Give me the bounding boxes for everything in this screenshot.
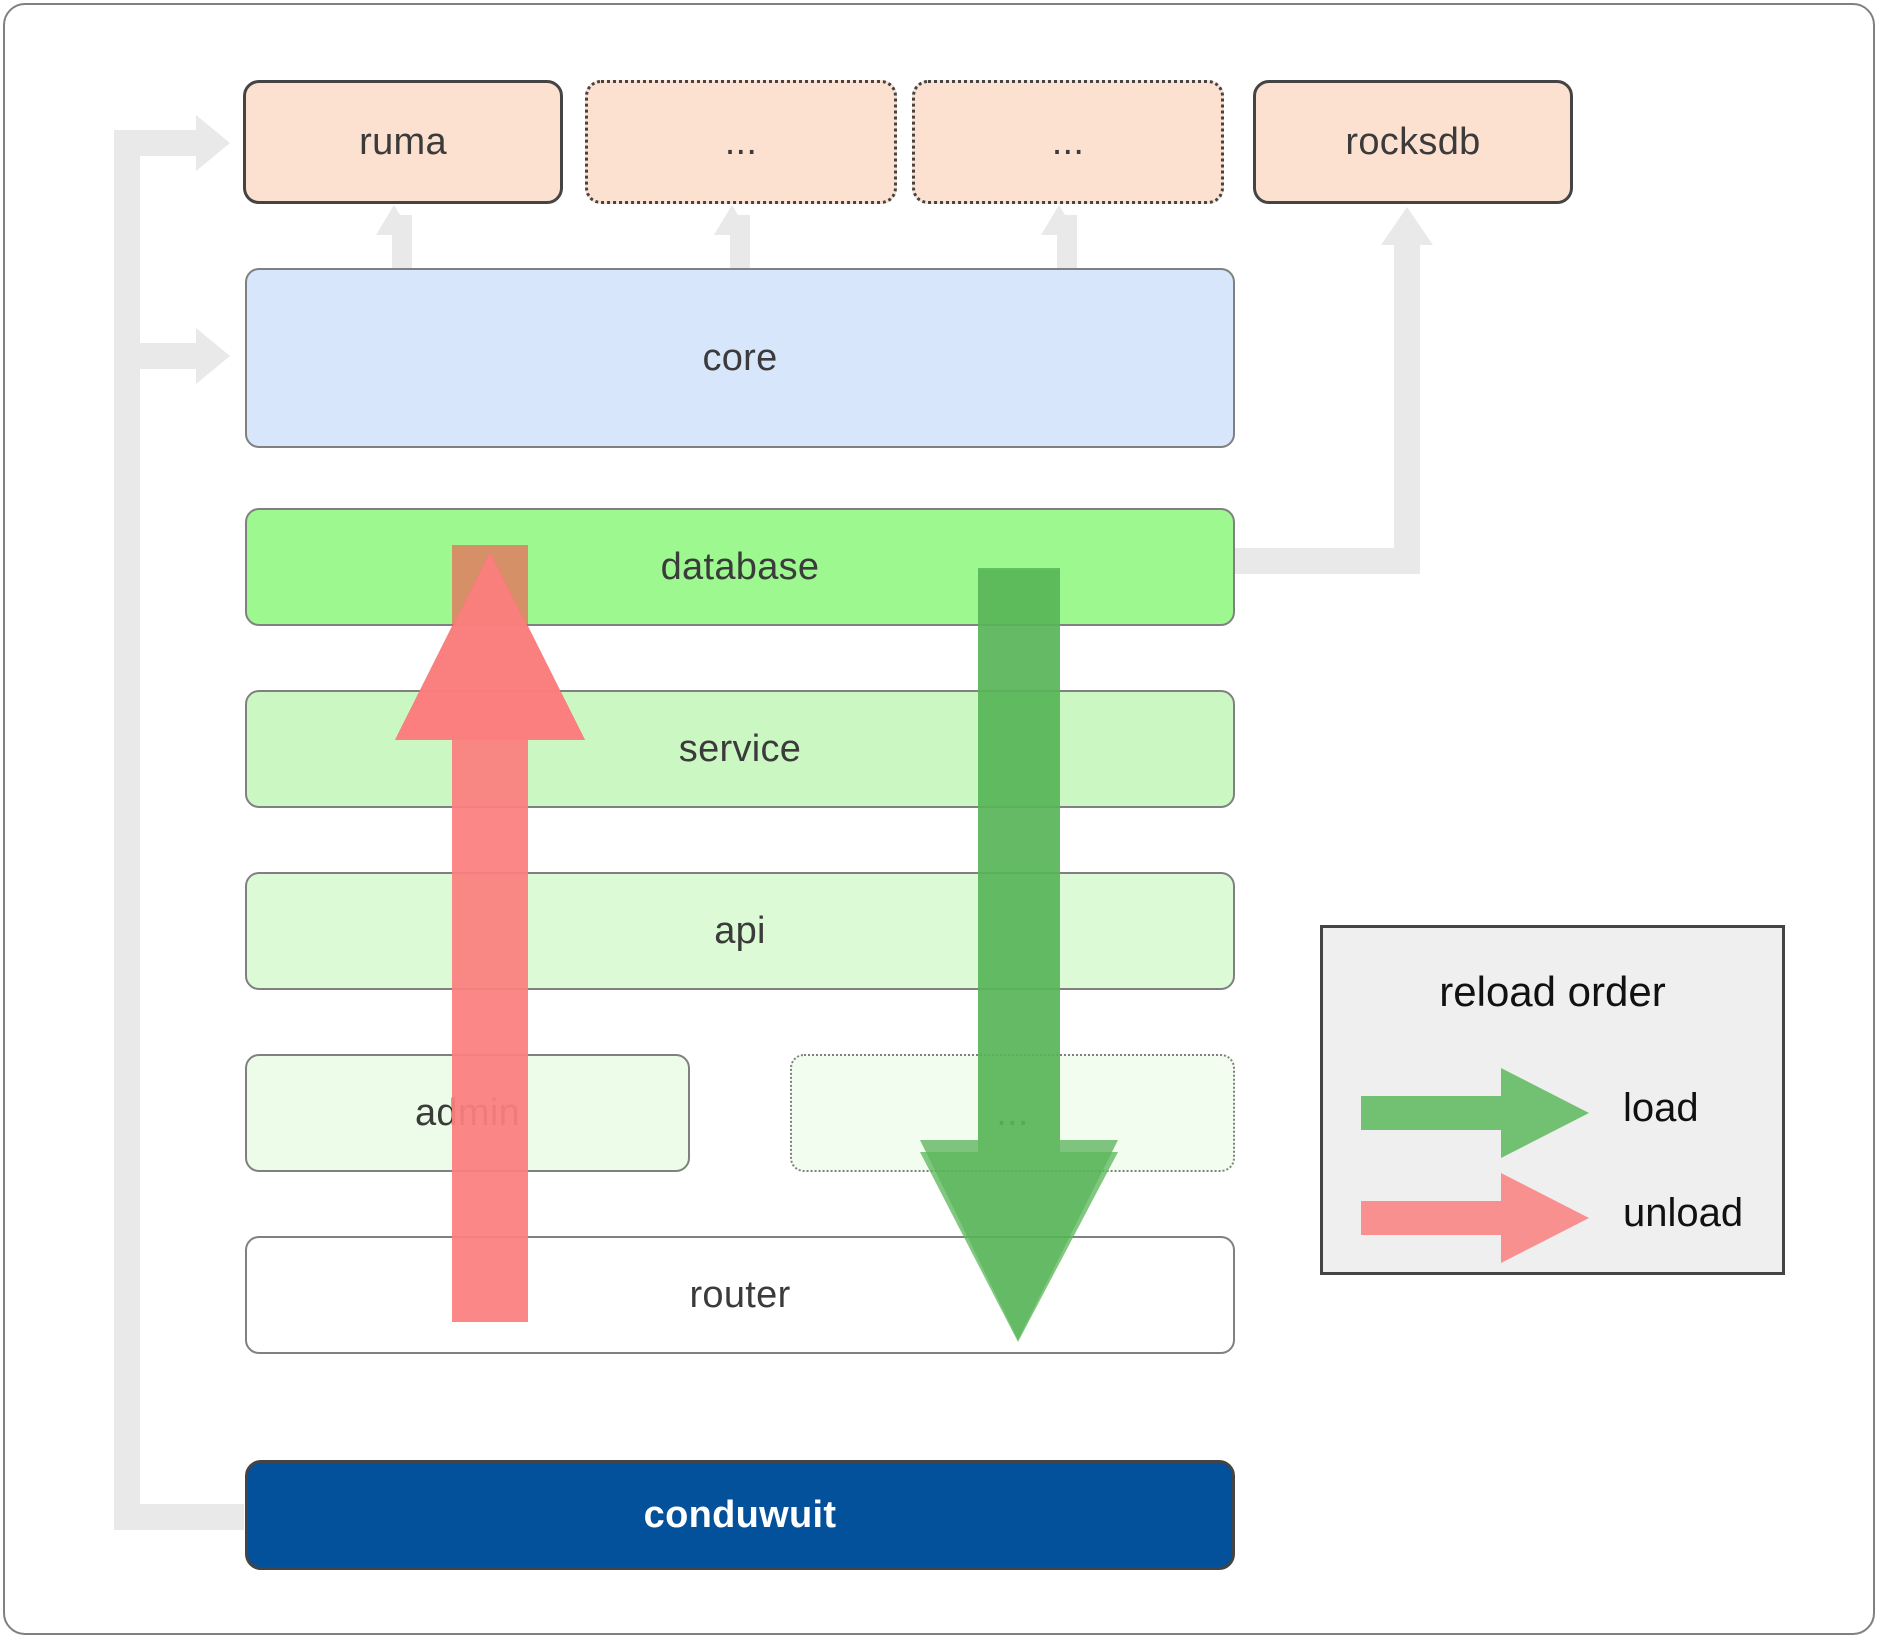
legend-label-load: load bbox=[1623, 1086, 1699, 1130]
layer-box-service[interactable]: service bbox=[245, 690, 1235, 808]
dependency-label: rocksdb bbox=[1345, 120, 1481, 163]
layer-label: service bbox=[678, 727, 802, 770]
connector-core-to-dots1-arrow bbox=[714, 205, 750, 235]
legend-row-load: load bbox=[1323, 1068, 1782, 1158]
connector-to-ruma-arrow bbox=[196, 115, 230, 171]
connector-db-to-rocksdb-vertical bbox=[1394, 245, 1420, 565]
connector-db-to-rocksdb-horizontal bbox=[1235, 548, 1420, 574]
layer-label: database bbox=[660, 545, 820, 588]
layer-label: core bbox=[702, 336, 778, 379]
layer-box-database[interactable]: database bbox=[245, 508, 1235, 626]
legend-panel: reload order load unload bbox=[1320, 925, 1785, 1275]
connector-core-to-dots2-arrow bbox=[1041, 205, 1077, 235]
dependency-box-rocksdb[interactable]: rocksdb bbox=[1253, 80, 1573, 204]
layer-label: api bbox=[714, 909, 766, 952]
layer-box-core[interactable]: core bbox=[245, 268, 1235, 448]
layer-box-admin[interactable]: admin bbox=[245, 1054, 690, 1172]
layer-box-ellipsis[interactable]: ... bbox=[790, 1054, 1235, 1172]
connector-db-to-rocksdb-arrow bbox=[1381, 207, 1433, 245]
load-arrow-icon bbox=[1361, 1068, 1589, 1158]
connector-to-core-arrow bbox=[196, 328, 230, 384]
dependency-label: ruma bbox=[359, 120, 447, 163]
dependency-box-ruma[interactable]: ruma bbox=[243, 80, 563, 204]
layer-label: router bbox=[689, 1273, 791, 1316]
unload-arrow-icon bbox=[1361, 1173, 1589, 1263]
layer-label: ... bbox=[996, 1091, 1029, 1134]
layer-label: admin bbox=[415, 1091, 520, 1134]
layer-box-api[interactable]: api bbox=[245, 872, 1235, 990]
root-box-conduwuit[interactable]: conduwuit bbox=[245, 1460, 1235, 1570]
connector-trunk-vertical bbox=[114, 130, 140, 1530]
connector-core-to-ruma-arrow bbox=[376, 205, 412, 235]
dependency-label: ... bbox=[1051, 120, 1085, 163]
dependency-label: ... bbox=[724, 120, 758, 163]
legend-title: reload order bbox=[1439, 968, 1666, 1015]
legend-row-unload: unload bbox=[1323, 1173, 1782, 1263]
root-label: conduwuit bbox=[643, 1493, 837, 1536]
diagram-frame bbox=[3, 3, 1875, 1635]
dependency-box-ellipsis-1[interactable]: ... bbox=[585, 80, 897, 204]
connector-to-conduwuit bbox=[114, 1504, 244, 1530]
legend-label-unload: unload bbox=[1623, 1191, 1744, 1235]
layer-box-router[interactable]: router bbox=[245, 1236, 1235, 1354]
dependency-box-ellipsis-2[interactable]: ... bbox=[912, 80, 1224, 204]
